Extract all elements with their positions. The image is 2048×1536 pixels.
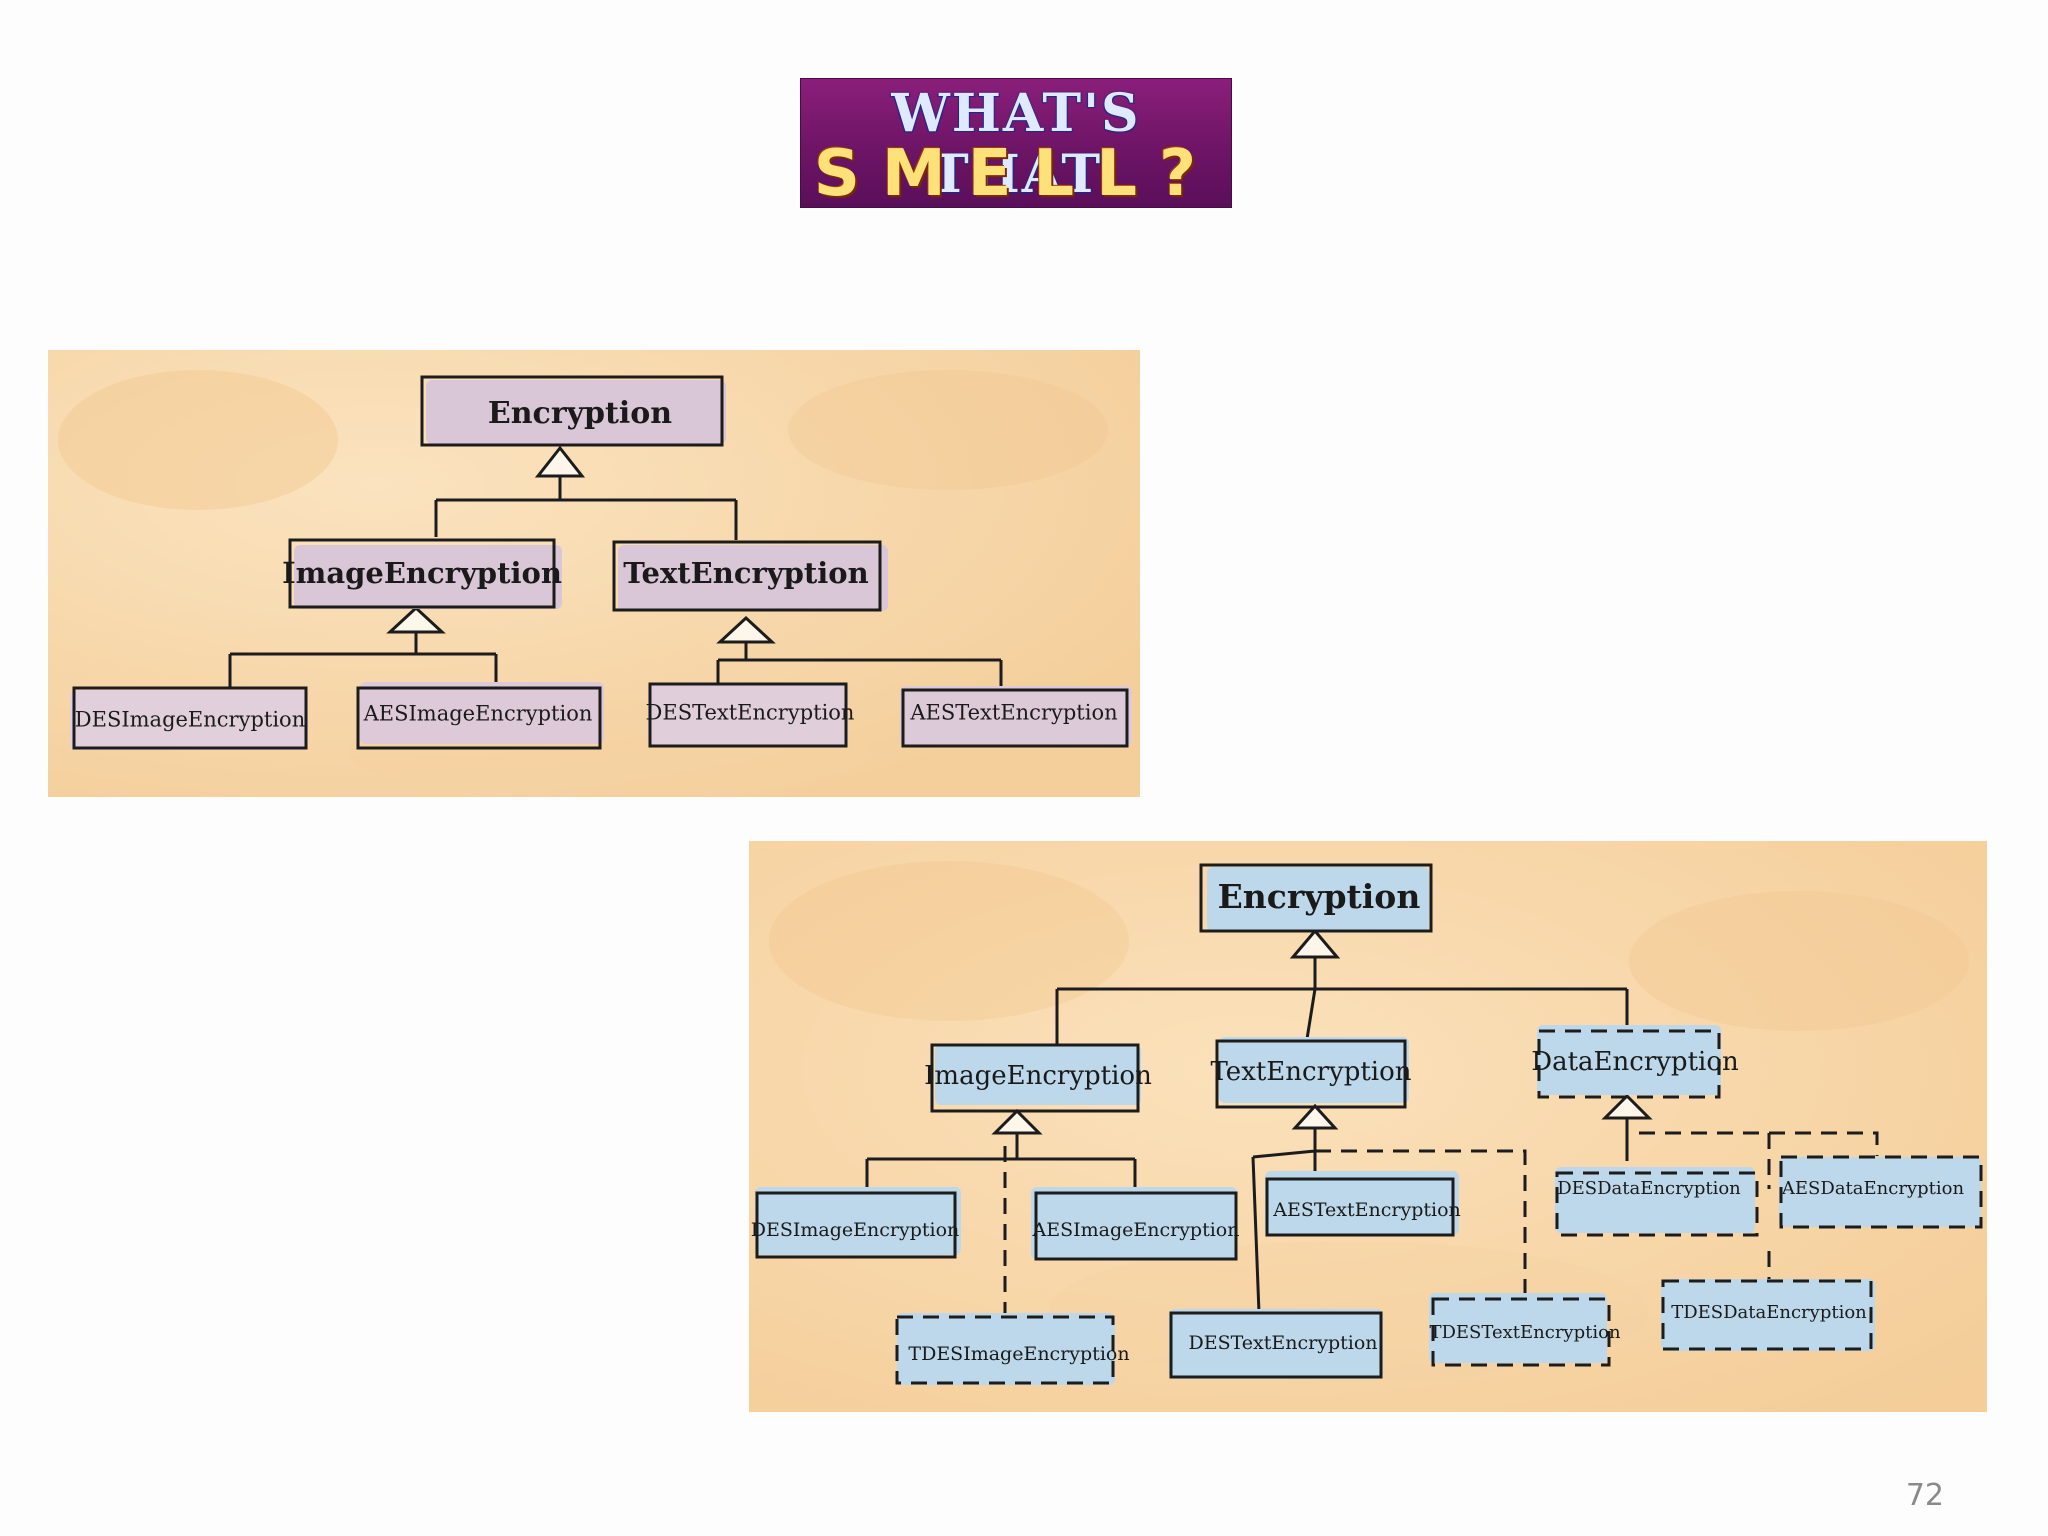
node-des-image-encryption: DESImageEncryption — [70, 686, 308, 750]
generalization-arrow — [1601, 1093, 1653, 1120]
node-aes-data-encryption: AESDataEncryption — [1779, 1155, 1983, 1229]
node-tdes-text-encryption: TDESTextEncryption — [1429, 1293, 1621, 1367]
node-label: DESTextEncryption — [1188, 1332, 1377, 1354]
node-encryption: Encryption — [1199, 863, 1433, 933]
node-label: DESTextEncryption — [646, 701, 855, 725]
node-label: AESDataEncryption — [1781, 1178, 1965, 1199]
node-text-encryption: TextEncryption — [612, 540, 888, 612]
node-label: TDESImageEncryption — [908, 1343, 1129, 1365]
node-label: TDESTextEncryption — [1429, 1322, 1620, 1343]
node-aes-text-encryption: AESTextEncryption — [900, 686, 1132, 748]
node-tdes-image-encryption: TDESImageEncryption — [895, 1313, 1130, 1385]
node-tdes-data-encryption: TDESDataEncryption — [1661, 1279, 1875, 1351]
node-data-encryption: DataEncryption — [1531, 1025, 1739, 1099]
node-label: TDESDataEncryption — [1671, 1302, 1867, 1323]
node-des-text-encryption: DESTextEncryption — [646, 682, 855, 748]
generalization-arrow — [1291, 1103, 1339, 1130]
node-label: AESTextEncryption — [909, 701, 1117, 725]
node-label: Encryption — [488, 396, 672, 431]
node-label: ImageEncryption — [282, 556, 562, 590]
node-aes-image-encryption: AESImageEncryption — [356, 682, 604, 750]
generalization-arrow — [991, 1108, 1043, 1135]
class-hierarchy-diagram-original: Encryption ImageEncryption TextEncryptio… — [48, 350, 1140, 797]
node-image-encryption: ImageEncryption — [924, 1043, 1152, 1113]
node-des-data-encryption: DESDataEncryption — [1555, 1167, 1759, 1237]
node-label: DESImageEncryption — [75, 708, 305, 732]
node-encryption: Encryption — [420, 375, 726, 447]
generalization-arrow — [1289, 928, 1341, 959]
node-label: TextEncryption — [1210, 1057, 1411, 1087]
node-label: DESDataEncryption — [1557, 1178, 1741, 1199]
node-label: AESImageEncryption — [1032, 1219, 1240, 1241]
node-label: Encryption — [1218, 877, 1421, 916]
node-des-text-encryption: DESTextEncryption — [1169, 1309, 1383, 1379]
generalization-arrow — [534, 445, 586, 478]
whats-that-smell-banner: WHAT'S THAT SMELL? — [800, 78, 1232, 211]
node-label: DESImageEncryption — [751, 1219, 960, 1241]
node-label: TextEncryption — [623, 556, 868, 590]
node-text-encryption: TextEncryption — [1210, 1037, 1412, 1109]
inheritance-edges — [865, 928, 1879, 1314]
node-label: AESTextEncryption — [1272, 1199, 1461, 1221]
node-des-image-encryption: DESImageEncryption — [751, 1187, 961, 1259]
inheritance-edges — [228, 445, 1003, 690]
node-image-encryption: ImageEncryption — [282, 538, 562, 609]
node-label: DataEncryption — [1531, 1047, 1739, 1077]
slide-number: 72 — [1905, 1478, 1944, 1513]
node-aes-text-encryption: AESTextEncryption — [1265, 1171, 1461, 1237]
node-label: ImageEncryption — [924, 1061, 1152, 1091]
banner-line-1: WHAT'S THAT — [891, 83, 1141, 205]
node-aes-image-encryption: AESImageEncryption — [1031, 1187, 1240, 1261]
banner-line-2: SMELL? — [813, 137, 1219, 211]
class-hierarchy-diagram-extended: Encryption ImageEncryption TextEncryptio… — [749, 841, 1987, 1412]
generalization-arrow — [386, 605, 446, 634]
generalization-arrow — [716, 615, 776, 644]
node-label: AESImageEncryption — [363, 702, 593, 726]
